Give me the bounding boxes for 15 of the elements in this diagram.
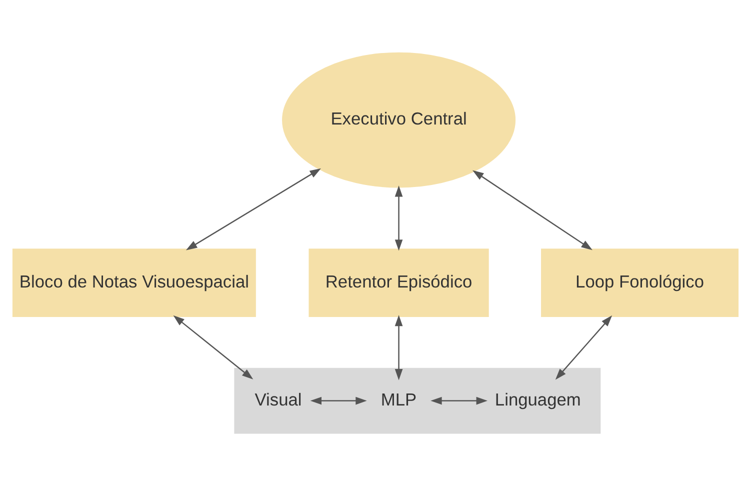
node-box: Retentor Episódico xyxy=(308,248,489,316)
arrow xyxy=(394,185,403,250)
node-ellipse: Executivo Central xyxy=(282,52,516,188)
arrow xyxy=(310,396,367,404)
arrow xyxy=(394,314,403,380)
node-box: Loop Fonológico xyxy=(541,248,739,316)
node-box: Bloco de Notas Visuoespacial xyxy=(12,248,256,316)
arrow xyxy=(555,314,612,380)
node-text: Linguagem xyxy=(494,388,581,409)
arrow xyxy=(186,168,321,250)
arrow xyxy=(430,396,488,404)
arrow xyxy=(472,170,592,250)
arrow xyxy=(173,314,254,379)
node-text: Visual xyxy=(254,388,302,409)
node-text: MLP xyxy=(380,388,417,409)
